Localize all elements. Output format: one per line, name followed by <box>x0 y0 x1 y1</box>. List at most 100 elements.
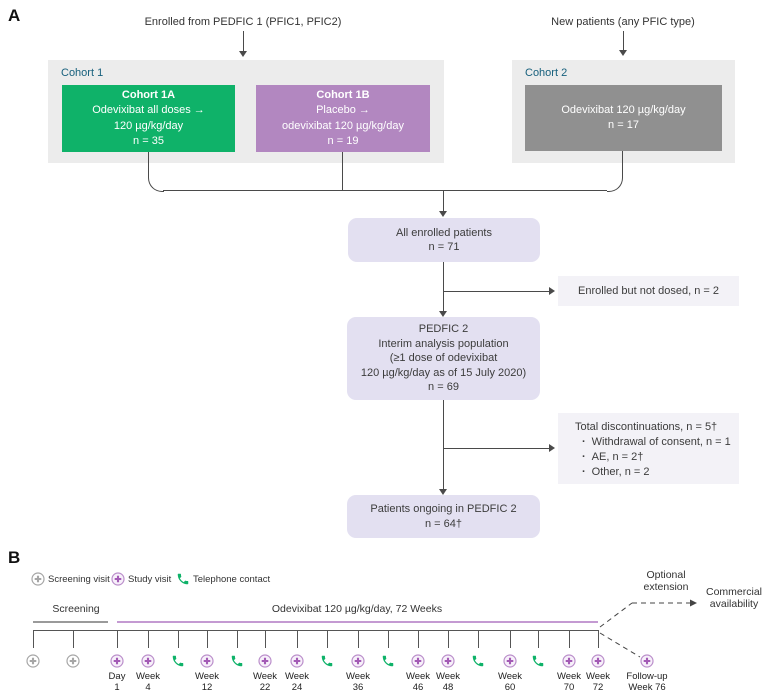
followup-label: Follow-up Week 76 <box>625 671 669 693</box>
ongoing-n: n = 64† <box>424 517 462 530</box>
discontinuations-list: Withdrawal of consent, n = 1 AE, n = 2† … <box>558 435 739 480</box>
extension-fork-lines <box>599 599 697 658</box>
connector-line <box>148 152 149 177</box>
cohort2-line1: Odevixibat 120 µg/kg/day <box>561 103 686 116</box>
pedfic2-line2: Interim analysis population <box>378 337 509 350</box>
arrow-line <box>443 400 444 489</box>
cohort1b-title: Cohort 1B <box>316 88 370 101</box>
timeline-tick <box>478 630 479 648</box>
timeline-tick <box>237 630 238 648</box>
telephone-contact-icon <box>320 654 334 668</box>
timeline-tick <box>265 630 266 648</box>
not-dosed-text: Enrolled but not dosed, n = 2 <box>578 285 719 297</box>
study-visit-icon <box>441 654 455 668</box>
new-patients-source-label: New patients (any PFIC type) <box>551 16 695 28</box>
followup-visit-icon <box>640 654 654 668</box>
study-visit-icon <box>290 654 304 668</box>
telephone-contact-icon <box>381 654 395 668</box>
study-visit-icon <box>110 654 124 668</box>
followup-label-line2: Week 76 <box>628 681 666 693</box>
discontinuation-item: Other, n = 2 <box>582 465 739 480</box>
pedfic2-box: PEDFIC 2 Interim analysis population (≥1… <box>347 317 540 400</box>
study-visit-icon <box>503 654 517 668</box>
timeline-tick <box>178 630 179 648</box>
connector-line <box>163 190 607 191</box>
followup-label-line1: Follow-up <box>626 671 668 682</box>
telephone-contact-icon <box>171 654 185 668</box>
discontinuations-box: Total discontinuations, n = 5† Withdrawa… <box>558 413 739 484</box>
ongoing-line1: Patients ongoing in PEDFIC 2 <box>370 503 517 515</box>
cohort1a-n: n = 35 <box>133 135 164 147</box>
timeline-tick <box>538 630 539 648</box>
branch-line <box>443 448 549 449</box>
legend-screening-label: Screening visit <box>48 574 110 585</box>
arrow-line <box>623 31 624 50</box>
timeline-tick <box>297 630 298 648</box>
pedfic2-n: n = 69 <box>428 381 459 394</box>
arrow-line <box>443 191 444 211</box>
treatment-phase-label: Odevixibat 120 µg/kg/day, 72 Weeks <box>271 603 443 615</box>
discontinuation-item: Withdrawal of consent, n = 1 <box>582 435 739 450</box>
commercial-availability-label: Commercial availability <box>697 586 762 610</box>
cohort2-n: n = 17 <box>608 119 639 131</box>
arrowhead-right-icon <box>549 444 555 452</box>
cohort1b-line1: Placebo → <box>316 104 370 116</box>
timeline-tick <box>569 630 570 648</box>
optional-extension-line1: Optional <box>646 569 686 581</box>
timeline-tick <box>418 630 419 648</box>
timeline-axis <box>33 630 598 632</box>
cohort2-box: Odevixibat 120 µg/kg/day n = 17 <box>525 85 722 151</box>
all-enrolled-line1: All enrolled patients <box>395 226 492 239</box>
optional-extension-line2: extension <box>643 580 689 593</box>
study-visit-icon <box>351 654 365 668</box>
connector-corner <box>148 176 164 192</box>
study-visit-icon <box>141 654 155 668</box>
study-visit-icon <box>200 654 214 668</box>
screening-phase-label: Screening <box>52 603 100 615</box>
arrowhead-right-icon <box>549 287 555 295</box>
telephone-contact-icon <box>176 572 190 586</box>
arrow-line <box>443 262 444 311</box>
timeline-tick <box>117 630 118 648</box>
study-visit-icon <box>411 654 425 668</box>
screening-visit-icon <box>66 654 80 668</box>
pedfic2-line4: 120 µg/kg/day as of 15 July 2020) <box>360 366 527 379</box>
pedfic1-source-label: Enrolled from PEDFIC 1 (PFIC1, PFIC2) <box>144 16 342 28</box>
branch-line <box>443 291 549 292</box>
legend-study-label: Study visit <box>128 574 172 585</box>
timeline-tick <box>598 630 599 648</box>
cohort1a-line1: Odevixibat all doses → <box>92 104 205 116</box>
arrowhead-down-icon <box>439 489 447 495</box>
cohort1b-box: Cohort 1B Placebo → odevixibat 120 µg/kg… <box>256 85 430 152</box>
panel-a-label: A <box>8 6 21 25</box>
treatment-phase-line <box>117 621 598 623</box>
timeline-tick <box>448 630 449 648</box>
timeline-tick <box>358 630 359 648</box>
timeline-tick <box>207 630 208 648</box>
connector-line <box>622 151 623 177</box>
study-visit-icon <box>591 654 605 668</box>
commercial-line2: availability <box>709 597 759 610</box>
timeline-tick <box>33 630 34 648</box>
cohort2-label: Cohort 2 <box>525 67 568 79</box>
cohort1-label: Cohort 1 <box>61 67 104 79</box>
legend-phone-label: Telephone contact <box>193 574 271 585</box>
cohort1a-title: Cohort 1A <box>121 88 176 101</box>
timeline-tick <box>510 630 511 648</box>
not-dosed-box: Enrolled but not dosed, n = 2 <box>558 276 739 306</box>
all-enrolled-n: n = 71 <box>428 241 460 253</box>
cohort1a-box: Cohort 1A Odevixibat all doses → 120 µg/… <box>62 85 235 152</box>
telephone-contact-icon <box>471 654 485 668</box>
screening-phase-line <box>33 621 108 623</box>
connector-line <box>342 152 343 191</box>
